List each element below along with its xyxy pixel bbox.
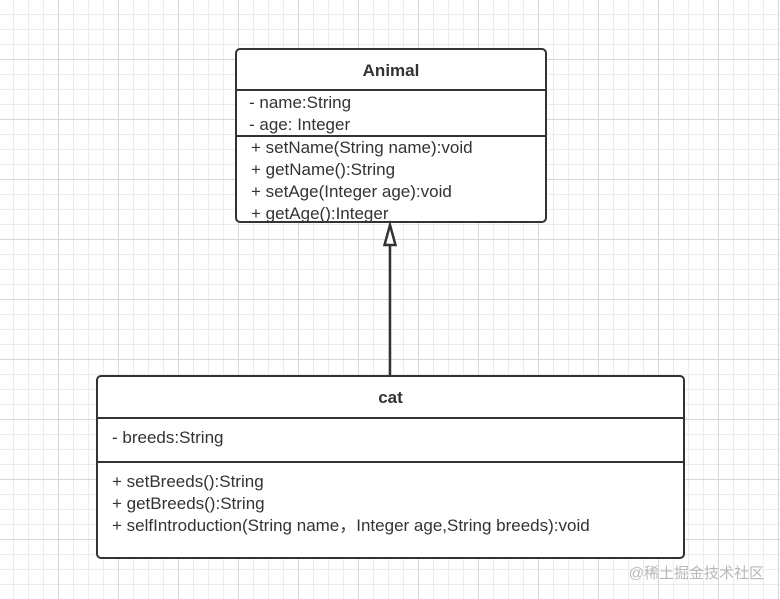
cat-operation-selfintroduction: + selfIntroduction(String name，Integer a…: [112, 516, 590, 535]
animal-operations: + setName(String name):void + getName():…: [237, 135, 545, 225]
animal-class-name: Animal: [237, 50, 545, 91]
animal-attributes: - name:String - age: Integer: [237, 91, 545, 135]
animal-operation-getname: + getName():String: [251, 160, 396, 179]
animal-operation-setage: + setAge(Integer age):void: [251, 182, 452, 201]
cat-class-box[interactable]: cat - breeds:String + setBreeds():String…: [96, 375, 685, 559]
cat-operation-getbreeds: + getBreeds():String: [112, 494, 265, 513]
watermark-text: @稀土掘金技术社区: [628, 565, 764, 582]
cat-attribute-breeds: - breeds:String: [112, 428, 224, 447]
animal-attribute-name: - name:String: [249, 93, 352, 112]
animal-operation-setname: + setName(String name):void: [251, 138, 473, 157]
hollow-triangle-arrowhead: [382, 220, 398, 247]
animal-class-box[interactable]: Animal - name:String - age: Integer + se…: [235, 48, 547, 223]
cat-class-name: cat: [98, 377, 683, 419]
animal-attribute-age: - age: Integer: [249, 115, 351, 134]
cat-operation-setbreeds: + setBreeds():String: [112, 472, 264, 491]
cat-operations: + setBreeds():String + getBreeds():Strin…: [98, 461, 683, 537]
animal-operation-getage: + getAge():Integer: [251, 204, 389, 223]
cat-attributes: - breeds:String: [98, 419, 683, 461]
